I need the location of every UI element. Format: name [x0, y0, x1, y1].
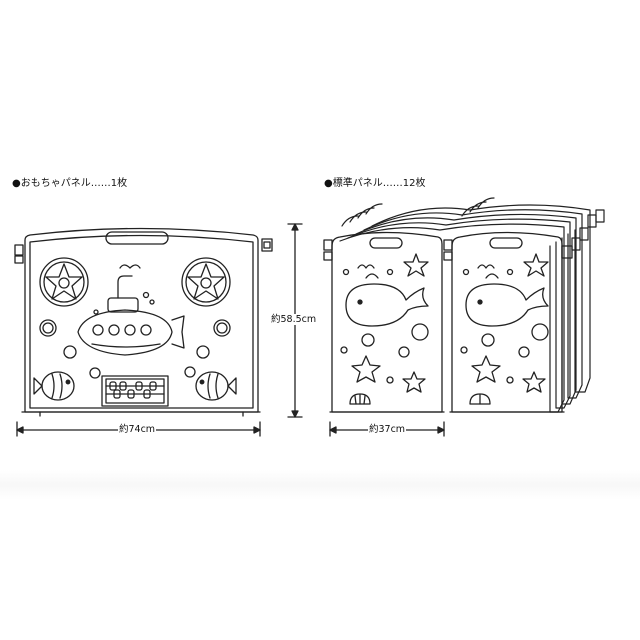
standard-panel-front-left — [323, 231, 445, 413]
shell-icon — [349, 393, 371, 405]
whale-icon — [465, 283, 549, 327]
handle-slot — [105, 231, 169, 245]
fish-left — [33, 371, 75, 401]
toy-panel-outline — [24, 227, 259, 413]
toy-panel-drawing — [14, 227, 273, 417]
standard-width-label: 約37cm — [368, 424, 407, 435]
bottom-fade — [0, 470, 640, 500]
fish-right — [195, 371, 237, 401]
whale-icon — [345, 283, 429, 327]
abacus-toy — [101, 375, 169, 407]
submarine-toy — [77, 264, 185, 356]
ring-button — [39, 319, 57, 337]
toy-width-label: 約74cm — [118, 424, 157, 435]
handle-slot — [369, 237, 403, 249]
toy-panel-heading: ●おもちゃパネル……1枚 — [12, 178, 128, 189]
standard-panel-stack — [339, 197, 605, 413]
star-wheel-left — [39, 257, 89, 307]
standard-panel-front-right — [443, 231, 573, 413]
right-connector — [261, 238, 273, 252]
star-wheel-right — [181, 257, 231, 307]
standard-panel-heading: ●標準パネル……12枚 — [324, 178, 426, 189]
height-label: 約58.5cm — [270, 314, 318, 325]
star-icon — [403, 253, 429, 277]
left-hinge-tab — [14, 244, 24, 256]
